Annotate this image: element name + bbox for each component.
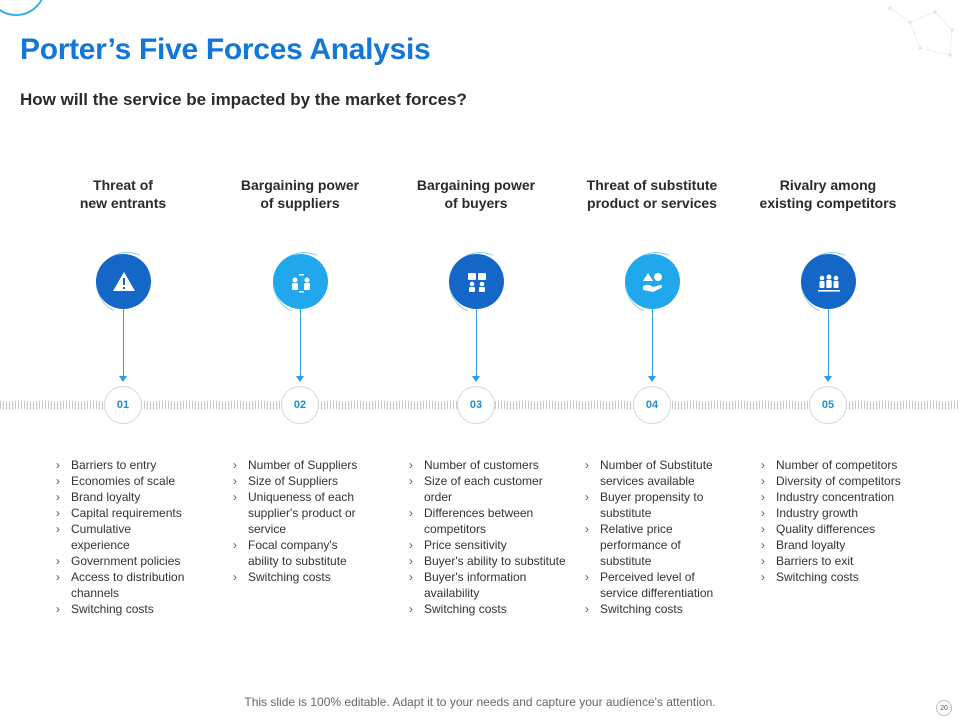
- force-icon-circle: [273, 254, 328, 309]
- connector-arrow: [296, 376, 304, 382]
- list-item: Size of each customer order: [409, 473, 554, 505]
- list-item: Barriers to exit: [761, 553, 921, 569]
- list-item: Switching costs: [409, 601, 569, 617]
- list-item: Switching costs: [761, 569, 921, 585]
- list-item: Buyer's information availability: [409, 569, 554, 601]
- force-number: 02: [281, 386, 319, 424]
- list-item: Relative price performance of substitute: [585, 521, 715, 569]
- force-factor-list: Barriers to entry Economies of scale Bra…: [56, 457, 186, 617]
- connector-line: [122, 309, 124, 378]
- network-decoration-icon: [888, 6, 954, 57]
- force-icon-circle: [801, 254, 856, 309]
- force-number: 05: [809, 386, 847, 424]
- list-item: Buyer's ability to substitute: [409, 553, 569, 569]
- buyers-icon: [467, 272, 486, 292]
- corner-ring-decoration: [0, 0, 46, 16]
- list-item: Number of Substitute services available: [585, 457, 715, 489]
- force-number: 01: [104, 386, 142, 424]
- list-item: Quality differences: [761, 521, 921, 537]
- competitors-icon: [817, 274, 840, 292]
- page-number-badge: 20: [936, 700, 952, 716]
- list-item: Size of Suppliers: [233, 473, 363, 489]
- list-item: Access to distribution channels: [56, 569, 186, 601]
- force-icon-circle: [96, 254, 151, 309]
- list-item: Price sensitivity: [409, 537, 569, 553]
- force-icon-circle: [625, 254, 680, 309]
- connector-arrow: [472, 376, 480, 382]
- substitute-icon: [642, 272, 662, 292]
- list-item: Switching costs: [56, 601, 186, 617]
- list-item: Number of competitors: [761, 457, 921, 473]
- list-item: Industry growth: [761, 505, 921, 521]
- force-factor-list: Number of competitors Diversity of compe…: [761, 457, 921, 585]
- list-item: Switching costs: [585, 601, 715, 617]
- list-item: Capital requirements: [56, 505, 186, 521]
- list-item: Barriers to entry: [56, 457, 186, 473]
- list-item: Government policies: [56, 553, 186, 569]
- connector-line: [827, 309, 829, 378]
- suppliers-icon: [291, 273, 310, 292]
- force-number: 03: [457, 386, 495, 424]
- list-item: Number of Suppliers: [233, 457, 363, 473]
- connector-line: [475, 309, 477, 378]
- force-factor-list: Number of Substitute services available …: [585, 457, 715, 617]
- list-item: Buyer propensity to substitute: [585, 489, 715, 521]
- force-title: Bargaining power of buyers: [416, 177, 536, 211]
- force-title: Threat of new entrants: [79, 177, 167, 211]
- list-item: Switching costs: [233, 569, 363, 585]
- force-number: 04: [633, 386, 671, 424]
- list-item: Focal company's ability to substitute: [233, 537, 363, 569]
- list-item: Brand loyalty: [761, 537, 921, 553]
- force-title: Rivalry among existing competitors: [759, 177, 897, 211]
- connector-arrow: [648, 376, 656, 382]
- list-item: Perceived level of service differentiati…: [585, 569, 715, 601]
- footer-note: This slide is 100% editable. Adapt it to…: [244, 695, 716, 709]
- force-title: Threat of substitute product or services: [586, 177, 718, 211]
- connector-line: [299, 309, 301, 378]
- force-factor-list: Number of customers Size of each custome…: [409, 457, 569, 617]
- connector-line: [651, 309, 653, 378]
- list-item: Cumulative experience: [56, 521, 186, 553]
- list-item: Economies of scale: [56, 473, 186, 489]
- page-subtitle: How will the service be impacted by the …: [20, 90, 467, 109]
- connector-arrow: [119, 376, 127, 382]
- connector-arrow: [824, 376, 832, 382]
- list-item: Brand loyalty: [56, 489, 186, 505]
- list-item: Uniqueness of each supplier's product or…: [233, 489, 363, 537]
- list-item: Number of customers: [409, 457, 569, 473]
- list-item: Diversity of competitors: [761, 473, 921, 489]
- force-title: Bargaining power of suppliers: [240, 177, 360, 211]
- force-factor-list: Number of Suppliers Size of Suppliers Un…: [233, 457, 363, 585]
- warning-icon: [112, 271, 135, 291]
- list-item: Industry concentration: [761, 489, 921, 505]
- force-icon-circle: [449, 254, 504, 309]
- page-title: Porter’s Five Forces Analysis: [20, 33, 431, 66]
- list-item: Differences between competitors: [409, 505, 554, 537]
